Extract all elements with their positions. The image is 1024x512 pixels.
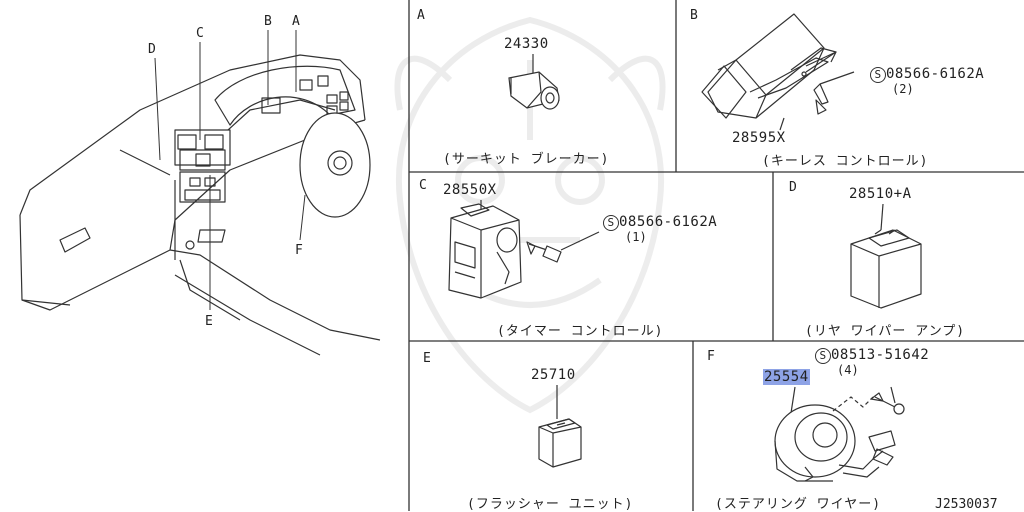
part-number: 28510+A xyxy=(849,186,912,202)
bolt-quantity: (1) xyxy=(625,230,647,244)
section-a-circuit-breaker: A 24330 (サーキット ブレーカー) xyxy=(409,0,676,172)
overview-label-b: B xyxy=(264,14,272,29)
keyless-control-drawing xyxy=(701,13,855,131)
part-caption: (ステアリング ワイヤー) xyxy=(715,497,882,512)
overview-label-a: A xyxy=(292,14,300,29)
section-letter: D xyxy=(789,180,797,195)
flasher-unit-drawing xyxy=(538,385,582,468)
part-caption: (リヤ ワイパー アンプ) xyxy=(805,324,966,339)
timer-control-drawing xyxy=(448,200,600,299)
section-letter: E xyxy=(423,351,431,366)
overview-label-e: E xyxy=(205,314,213,329)
part-caption: (フラッシャー ユニット) xyxy=(467,497,634,512)
section-e-flasher-unit: E 25710 (フラッシャー ユニット) xyxy=(409,341,693,512)
part-number-highlighted[interactable]: 25554 xyxy=(763,369,810,385)
part-number: 28595X xyxy=(732,130,786,146)
part-caption: (キーレス コントロール) xyxy=(762,154,929,169)
section-letter: F xyxy=(707,349,715,364)
part-number[interactable]: 25554 xyxy=(763,369,810,385)
overview-label-c: C xyxy=(196,26,204,41)
part-number: 28550X xyxy=(443,182,497,198)
section-letter: A xyxy=(417,8,425,23)
section-letter: C xyxy=(419,178,427,193)
section-letter: B xyxy=(690,8,698,23)
bolt-quantity: (4) xyxy=(837,363,859,377)
bolt-symbol: S xyxy=(870,67,886,83)
steering-wire-drawing xyxy=(774,386,905,482)
section-d-rear-wiper-amp: D 28510+A (リヤ ワイパー アンプ) xyxy=(773,172,1024,341)
diagram-code: J2530037 xyxy=(935,497,998,512)
part-caption: (タイマー コントロール) xyxy=(497,324,664,339)
bolt-quantity: (2) xyxy=(892,82,914,96)
circuit-breaker-drawing xyxy=(508,54,560,110)
part-caption: (サーキット ブレーカー) xyxy=(443,152,610,167)
dashboard-drawing xyxy=(19,30,381,356)
bolt-symbol: S xyxy=(603,215,619,231)
overview-dashboard: D C B A F E xyxy=(0,0,409,511)
part-number: 25710 xyxy=(531,367,576,383)
bolt-symbol: S xyxy=(815,348,831,364)
part-number: 24330 xyxy=(504,36,549,52)
overview-label-d: D xyxy=(148,42,156,57)
rear-wiper-amp-drawing xyxy=(850,203,922,309)
overview-label-f: F xyxy=(295,243,303,258)
